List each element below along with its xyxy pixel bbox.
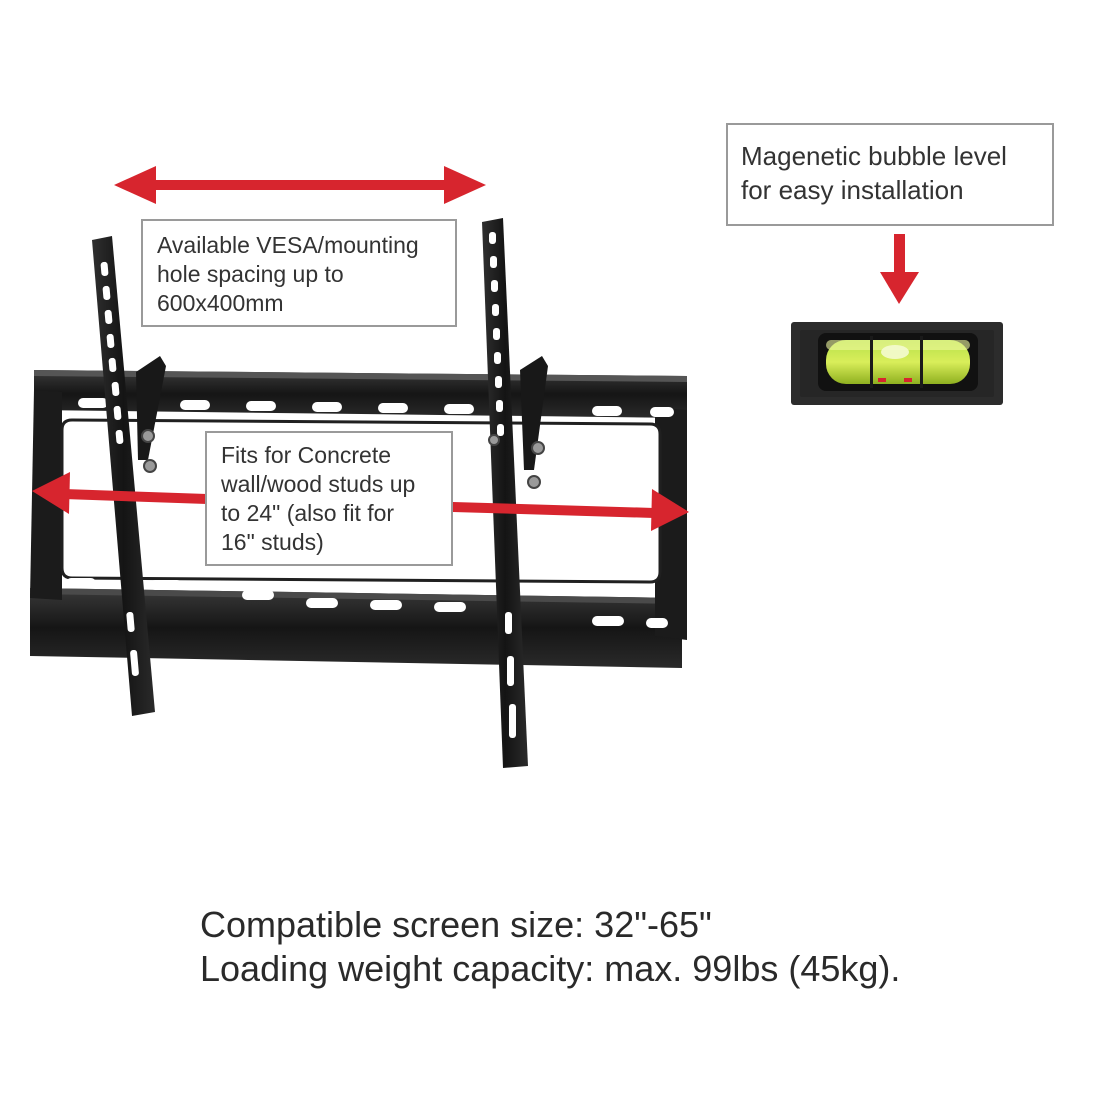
studs-callout-line: Fits for Concrete [221, 442, 391, 468]
vesa-width-arrow-icon [114, 166, 486, 204]
studs-callout-line: wall/wood studs up [221, 471, 416, 497]
screen-size-spec: Compatible screen size: 32"-65" [200, 904, 712, 945]
weight-capacity-spec: Loading weight capacity: max. 99lbs (45k… [200, 948, 901, 989]
bubble-level-callout-line: Magenetic bubble level [741, 141, 1007, 171]
vesa-callout: Available VESA/mounting hole spacing up … [141, 219, 457, 327]
bubble-level-icon [791, 322, 1003, 405]
vesa-callout-line: hole spacing up to [157, 261, 344, 287]
studs-callout-line: to 24" (also fit for [221, 500, 395, 526]
vesa-callout-line: Available VESA/mounting [157, 232, 419, 258]
stud-width-arrow-icon [32, 472, 689, 531]
specifications: Compatible screen size: 32"-65" Loading … [200, 903, 900, 991]
vesa-callout-line: 600x400mm [157, 290, 284, 316]
bubble-level-callout: Magenetic bubble level for easy installa… [726, 123, 1054, 226]
left-mounting-arm [92, 236, 166, 716]
studs-callout-line: 16" studs) [221, 529, 324, 555]
level-pointer-arrow-icon [880, 234, 919, 304]
bubble-level-callout-line: for easy installation [741, 175, 964, 205]
studs-callout: Fits for Concrete wall/wood studs up to … [205, 431, 453, 566]
right-mounting-arm [482, 218, 548, 768]
